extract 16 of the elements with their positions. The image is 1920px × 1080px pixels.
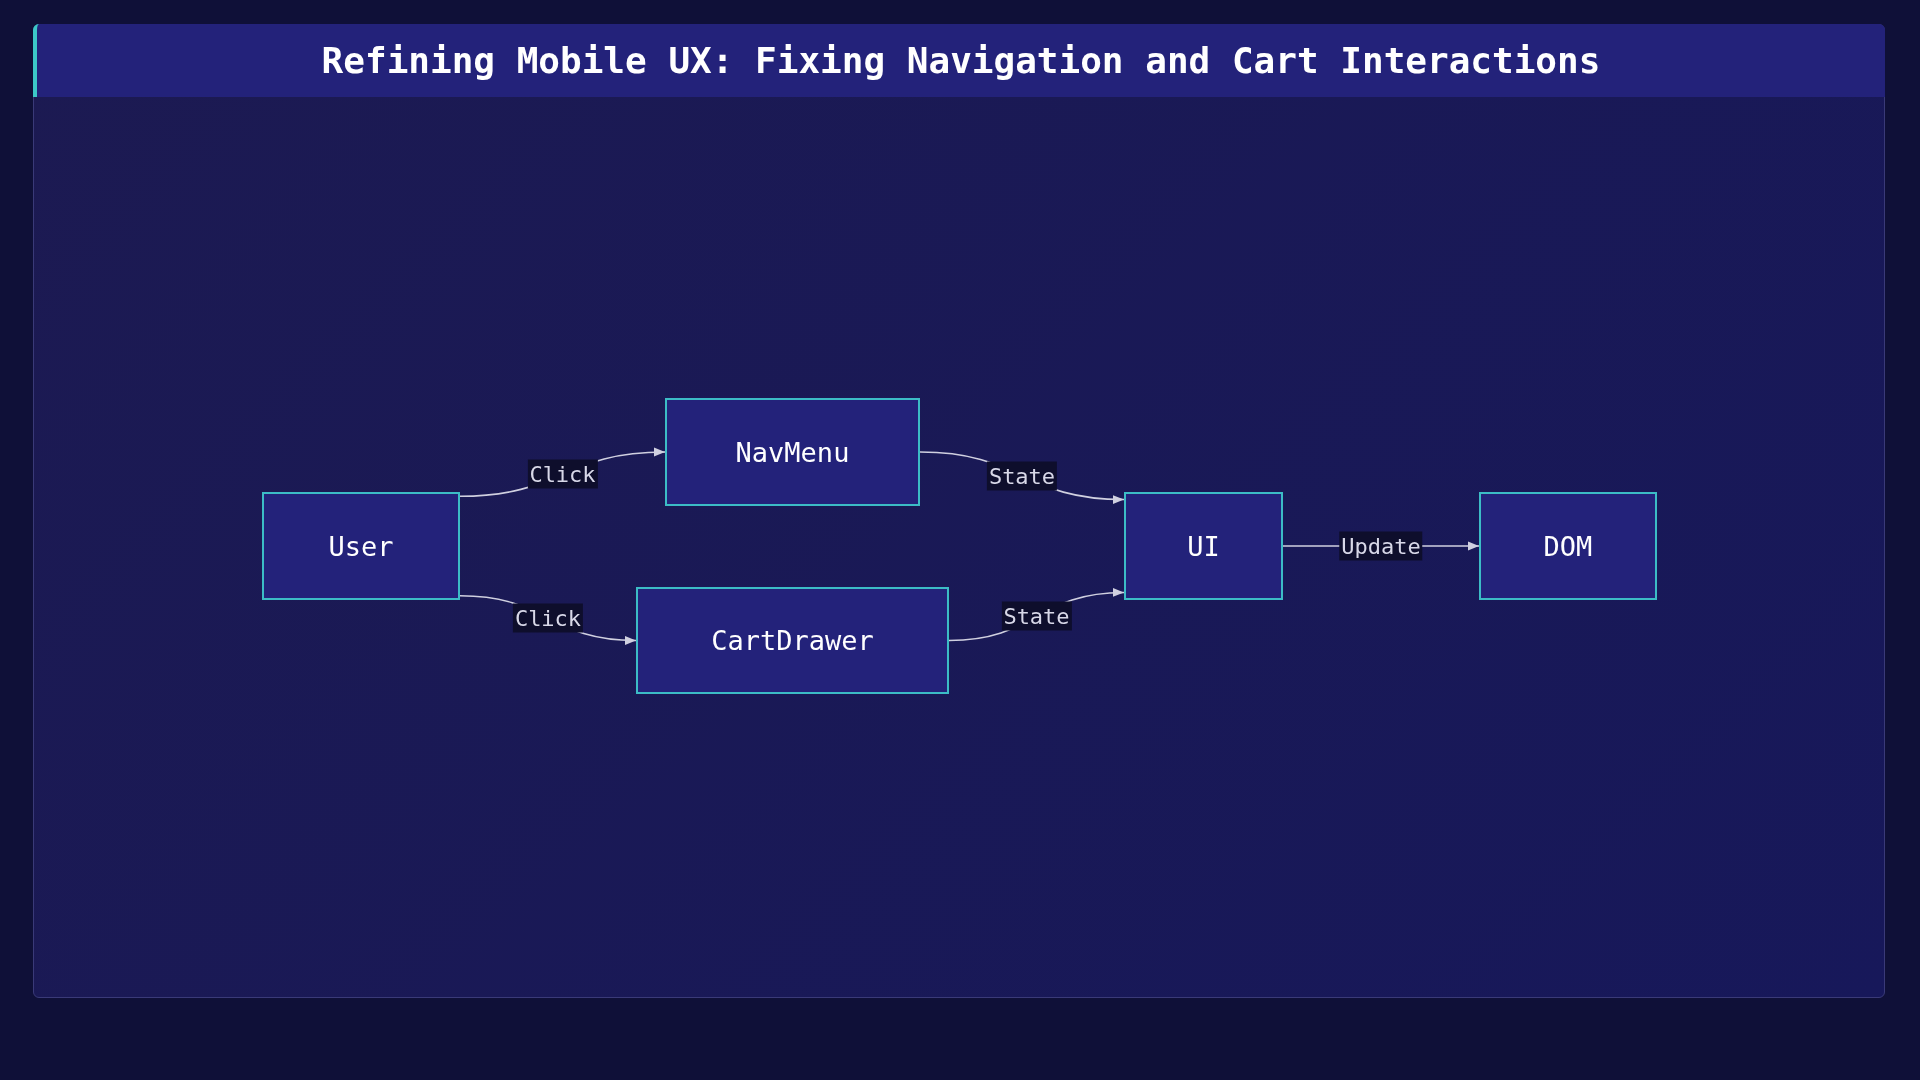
edge-label: Update [1339, 531, 1423, 561]
node-label: DOM [1543, 530, 1593, 562]
process-box [636, 587, 949, 694]
edge-label: State [1001, 601, 1072, 631]
node-label: User [328, 530, 394, 562]
node-label: UI [1187, 530, 1220, 562]
title-bar: Refining Mobile UX: Fixing Navigation and Cart Interactions [33, 24, 1885, 97]
node-label: NavMenu [735, 436, 850, 468]
process-box [262, 492, 460, 600]
node-label: CartDrawer [711, 625, 874, 656]
edge-label: Click [512, 603, 584, 633]
edge-label: Click [527, 459, 598, 489]
process-box [1479, 492, 1657, 600]
edge-label: State [986, 461, 1058, 491]
process-box [1124, 492, 1283, 600]
process-box [665, 398, 920, 506]
